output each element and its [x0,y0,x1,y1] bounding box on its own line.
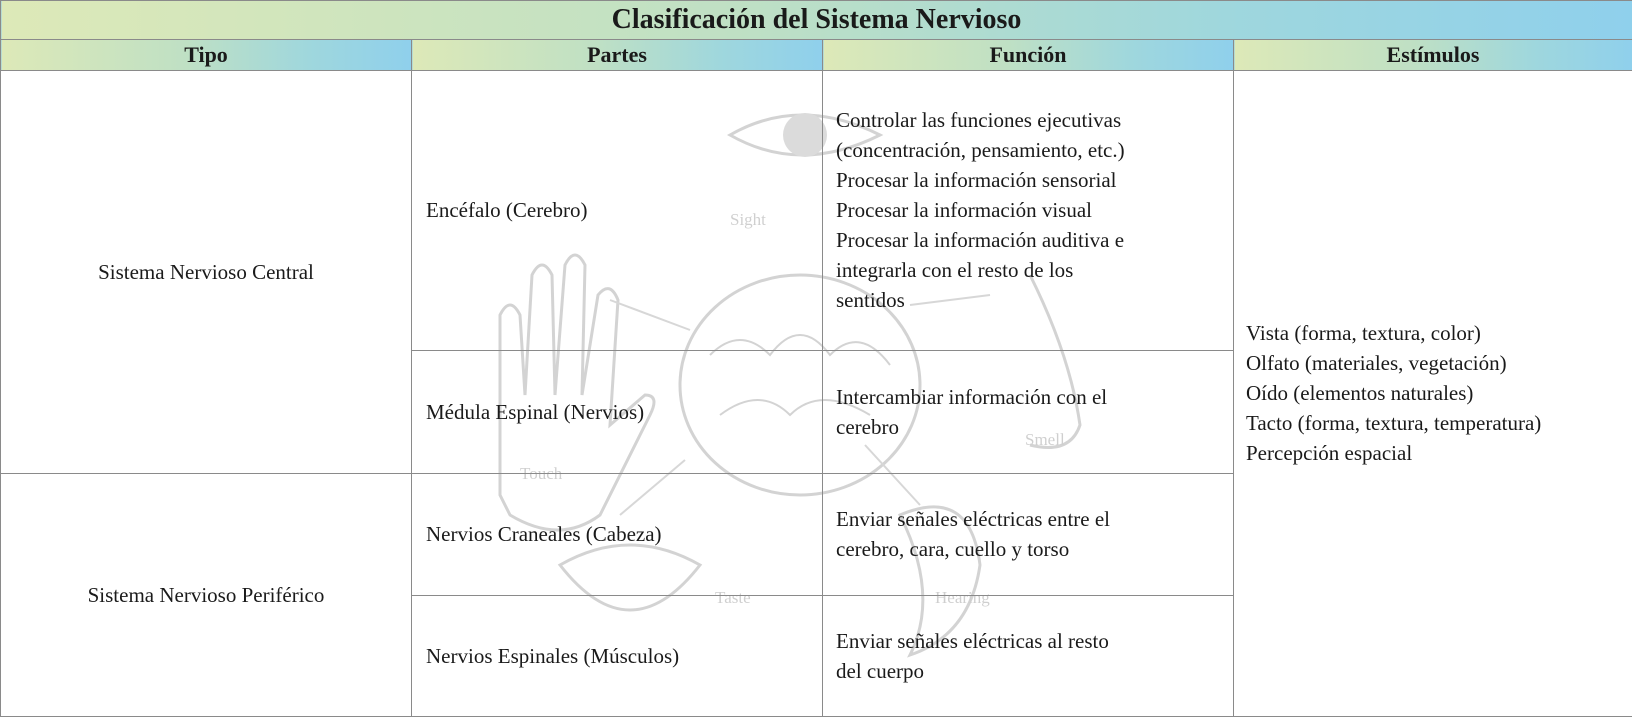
parte-espinales: Nervios Espinales (Músculos) [411,594,823,717]
parte-encefalo: Encéfalo (Cerebro) [411,69,823,351]
funcion-line: integrarla con el resto de los [836,258,1074,283]
parte-medula: Médula Espinal (Nervios) [411,349,823,475]
tipo-central: Sistema Nervioso Central [0,69,412,475]
funcion-line: Procesar la información sensorial [836,168,1117,193]
header-estimulos: Estímulos [1232,39,1632,71]
funcion-line: Enviar señales eléctricas al resto [836,628,1109,653]
estimulo-item: Percepción espacial [1246,441,1413,466]
tipo-periferico: Sistema Nervioso Periférico [0,473,412,717]
estimulo-item: Olfato (materiales, vegetación) [1246,351,1507,376]
funcion-line: del cuerpo [836,658,925,683]
table-title: Clasificación del Sistema Nervioso [0,0,1632,41]
funcion-craneales: Enviar señales eléctricas entre el cereb… [822,473,1234,596]
header-tipo: Tipo [0,39,412,71]
funcion-line: Controlar las funciones ejecutivas [836,108,1122,133]
funcion-medula: Intercambiar información con el cerebro [822,349,1234,475]
funcion-line: (concentración, pensamiento, etc.) [836,138,1125,163]
estimulo-item: Tacto (forma, textura, temperatura) [1246,411,1542,436]
funcion-line: Procesar la información visual [836,198,1092,223]
funcion-line: Procesar la información auditiva e [836,228,1125,253]
estimulo-item: Vista (forma, textura, color) [1246,321,1481,346]
funcion-line: cerebro [836,414,899,439]
funcion-encefalo: Controlar las funciones ejecutivas (conc… [822,69,1234,351]
header-funcion: Función [822,39,1234,71]
funcion-line: cerebro, cara, cuello y torso [836,537,1070,562]
estimulos-cell: Vista (forma, textura, color) Olfato (ma… [1232,69,1632,717]
parte-craneales: Nervios Craneales (Cabeza) [411,473,823,596]
header-partes: Partes [411,39,823,71]
funcion-line: Enviar señales eléctricas entre el [836,507,1111,532]
funcion-espinales: Enviar señales eléctricas al resto del c… [822,594,1234,717]
funcion-line: Intercambiar información con el [836,384,1108,409]
estimulo-item: Oído (elementos naturales) [1246,381,1474,406]
funcion-line: sentidos [836,288,905,313]
